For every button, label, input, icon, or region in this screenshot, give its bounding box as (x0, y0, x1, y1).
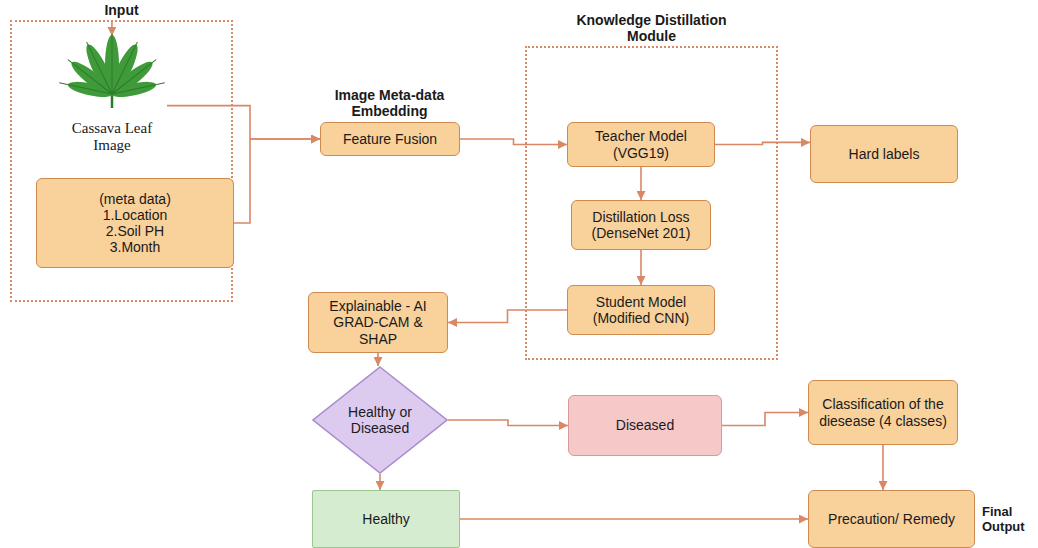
flow-arrow (111, 20, 113, 36)
flow-arrow (722, 413, 808, 426)
flow-arrow (460, 139, 567, 145)
node-text: Healthy (362, 511, 409, 527)
flow-arrow (448, 310, 567, 323)
result-box: Diseased (568, 395, 722, 456)
group-heading: Knowledge Distillation Module (564, 12, 739, 44)
node-text: (meta data) 1.Location 2.Soil PH 3.Month (92, 191, 178, 255)
node-text: Classification of the diesease (4 classe… (817, 396, 949, 428)
process-box: Distillation Loss (DenseNet 201) (571, 200, 711, 250)
flow-arrow (234, 139, 320, 223)
input-region: InputCassava Leaf Image(meta data) 1.Loc… (10, 20, 233, 302)
module-region: Knowledge Distillation ModuleTeacher Mod… (525, 46, 778, 360)
flow-arrow (167, 106, 320, 139)
node-text: Distillation Loss (DenseNet 201) (580, 209, 702, 241)
output-box: Hard labels (810, 125, 958, 183)
process-box: Explainable - AI GRAD-CAM & SHAP (308, 292, 448, 353)
node-text: Teacher Model (VGG19) (576, 128, 706, 160)
process-box: Teacher Model (VGG19) (567, 122, 715, 167)
node-text: Explainable - AI GRAD-CAM & SHAP (317, 298, 439, 346)
metadata-box: (meta data) 1.Location 2.Soil PH 3.Month (36, 178, 234, 268)
flow-arrow (640, 167, 642, 200)
flow-arrow (379, 474, 381, 490)
process-box: Student Model (Modified CNN) (567, 285, 715, 335)
process-box: Classification of the diesease (4 classe… (808, 380, 958, 445)
diamond-shape (313, 367, 447, 473)
result-box: Healthy (312, 490, 460, 548)
flow-arrow (448, 420, 568, 426)
output-box: Precaution/ Remedy (808, 490, 975, 548)
group-heading: Image Meta-data Embedding (320, 87, 460, 119)
flow-arrow (377, 353, 379, 366)
node-text: Healthy or Diseased (343, 404, 417, 436)
leaf-veins (59, 34, 165, 94)
node-text: Hard labels (849, 146, 920, 162)
cassava-leaf-picture (59, 34, 165, 108)
side-label: Final Output (982, 505, 1034, 535)
decision-diamond: Healthy or Diseased (312, 366, 448, 474)
flow-arrow (882, 445, 884, 490)
leaf-image-node: Cassava Leaf Image (57, 36, 167, 156)
node-text: Cassava Leaf Image (57, 120, 167, 155)
group-heading: Input (92, 2, 152, 18)
node-text: Student Model (Modified CNN) (576, 294, 706, 326)
flow-arrow (460, 518, 808, 520)
leaf-stem (111, 94, 114, 108)
leaf-lobes (67, 35, 158, 100)
node-text: Feature Fusion (343, 131, 437, 147)
flow-arrow (715, 142, 810, 144)
process-box: Image Meta-data EmbeddingFeature Fusion (320, 122, 460, 156)
node-text: Diseased (616, 417, 674, 433)
flow-arrow (640, 250, 642, 285)
node-text: Precaution/ Remedy (828, 511, 955, 527)
